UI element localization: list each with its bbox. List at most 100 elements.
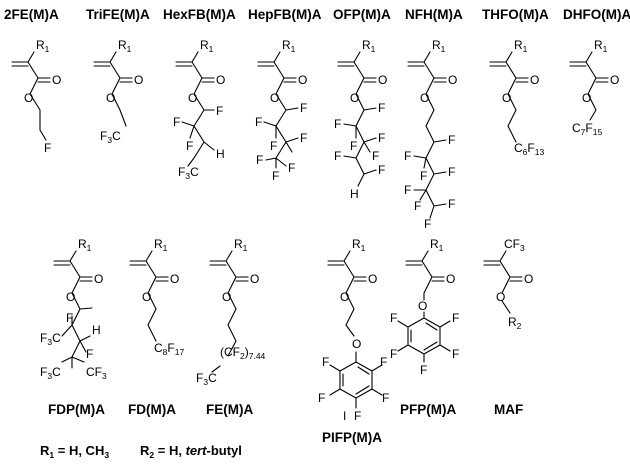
label-hexfbma: HexFB(M)A [163,7,236,22]
fluorine: F [334,117,341,131]
fluorine: F [424,217,431,231]
fluorine: F [452,347,459,361]
ester-o: O [582,91,591,105]
fluorine: F [322,355,329,369]
c6f13-group: C6F13 [514,141,544,157]
carbonyl-o: O [610,73,619,87]
r2-label: R2 [508,315,522,331]
fluorine: F [380,355,387,369]
molecule-maf: CF3 O O R2 [483,237,533,331]
molecule-thfoma: R1 O O C6F13 [489,38,544,157]
fluorine: F [350,139,357,153]
fluorine: F [390,347,397,361]
cf2-repeat: (CF2)7.44 [220,345,266,361]
fluorine: F [404,183,411,197]
ester-o: O [420,91,429,105]
label-dhfoma: DHFO(M)A [563,7,630,22]
label-2fema: 2FE(M)A [4,7,59,22]
hydrogen: H [350,187,359,201]
label-hepfbma: HepFB(M)A [248,7,322,22]
fluorine: F [404,149,411,163]
fluorine: F [452,311,459,325]
fluorine: F [186,139,193,153]
fluorine: F [372,149,379,163]
fluorine: F [288,161,295,175]
molecule-pfpma: R1 O O F F F F F [390,237,459,377]
fluorine: F [255,115,262,129]
fluorine: F [173,115,180,129]
molecule-pifpma: R1 O O O F F F F I F [318,237,389,423]
r1-label: R1 [154,237,168,253]
f3c-group: F3C [178,165,199,181]
ester-o: O [24,91,33,105]
carbonyl-o: O [378,73,387,87]
r1-label: R1 [36,38,50,54]
fluorine: F [420,363,427,377]
fluorine: F [334,149,341,163]
ester-o: O [106,91,115,105]
c8f17-group: C8F17 [154,341,184,357]
c7f15-group: C7F15 [572,121,602,137]
molecule-ofpma: R1 O O F F F F F F F H [334,38,387,201]
fluorine: F [378,101,385,115]
hydrogen: H [216,147,225,161]
molecule-trifema: R1 O O F3C [93,38,143,145]
ester-o: O [66,290,75,304]
r1-label: R1 [362,38,376,54]
carbonyl-o: O [448,73,457,87]
ester-o: O [496,290,505,304]
label-pifpma: PIFP(M)A [322,430,382,445]
label-trifema: TriFE(M)A [86,7,150,22]
fluorine: F [448,197,455,211]
fluorine: F [66,311,73,325]
molecule-hepfbma: R1 O O F F F F F F F [255,38,307,183]
r1-label: R1 [78,237,92,253]
ester-o: O [418,299,427,313]
ester-o: O [222,290,231,304]
f3c-group: F3C [40,331,61,347]
molecule-fdpma: R1 O O F H F3C F F3C CF3 [40,237,107,381]
fluorine: F [270,139,277,153]
fluorine: F [272,169,279,183]
carbonyl-o: O [52,73,61,87]
molecule-dhfoma: R1 O O C7F15 [569,38,619,137]
fluorine: F [86,347,93,361]
fluorine: F [382,391,389,405]
r1-label: R1 [200,38,214,54]
ester-o: O [350,91,359,105]
r1-label: R1 [432,38,446,54]
carbonyl-o: O [94,272,103,286]
r1-label: R1 [352,237,366,253]
carbonyl-o: O [170,272,179,286]
ester-o: O [502,91,511,105]
fluorine: F [354,409,361,423]
carbonyl-o: O [524,272,533,286]
fluorine: F [318,391,325,405]
molecule-2fema: R1 O O F [11,38,61,155]
fluorine: F [300,101,307,115]
carbonyl-o: O [368,272,377,286]
fluorine: F [378,163,385,177]
label-fdma: FD(M)A [128,402,176,417]
iodine: I [343,409,346,423]
fluorine: F [256,153,263,167]
fluorine: F [44,141,51,155]
ester-o: O [340,290,349,304]
cf3-group: CF3 [504,237,525,253]
fluorine: F [390,311,397,325]
aryl-ether-o: O [352,337,361,351]
fluorine: F [216,104,223,118]
carbonyl-o: O [250,272,259,286]
cf3-group: F3C [100,129,121,145]
fluorine: F [300,131,307,145]
r1-label: R1 [594,38,608,54]
label-pfpma: PFP(M)A [400,402,456,417]
r1-label: R1 [118,38,132,54]
molecule-fdma: R1 O O C8F17 [129,237,184,357]
molecule-fema: R1 O O (CF2)7.44 F3C [196,237,266,387]
footnote-r1: R1 = H, CH3 [40,443,109,460]
footnote-r2: R2 = H, tert-butyl [140,443,242,460]
r1-label: R1 [234,237,248,253]
fluorine: F [420,169,427,183]
